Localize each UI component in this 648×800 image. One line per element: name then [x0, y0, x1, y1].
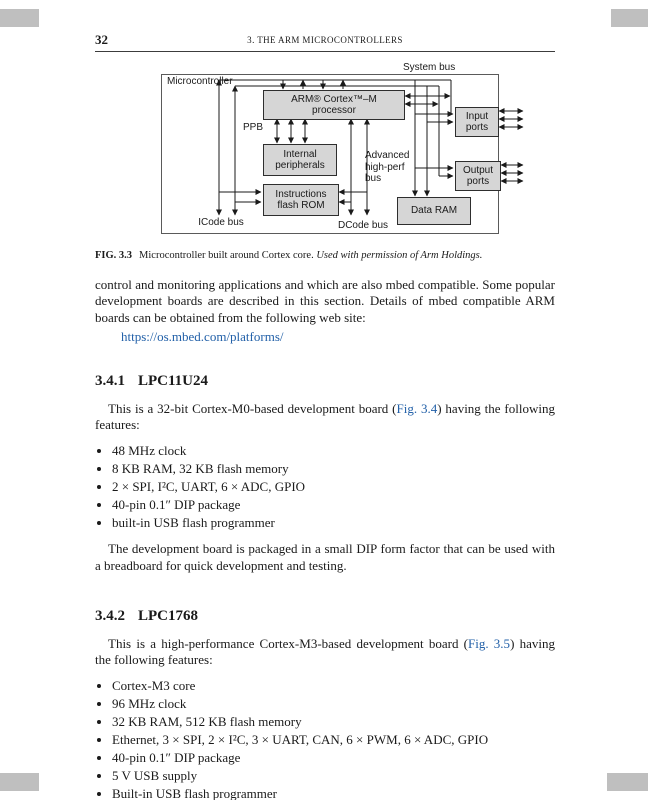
list-item: Cortex-M3 core	[112, 678, 555, 694]
figure-caption: FIG. 3.3 Microcontroller built around Cor…	[95, 249, 555, 263]
lpc1768-feature-list: Cortex-M3 core 96 MHz clock 32 KB RAM, 5…	[95, 678, 555, 800]
mbed-url-line: https://os.mbed.com/platforms/	[121, 329, 555, 345]
microcontroller-boundary-box	[161, 74, 499, 234]
section-3-4-2-intro: This is a high-performance Cortex-M3-bas…	[95, 636, 555, 669]
header-rule	[95, 51, 555, 52]
intro-text-post: ) having the following features:	[95, 635, 555, 668]
intro-text-post: ) having the following features:	[95, 400, 555, 433]
scan-artifact-top-right	[611, 9, 648, 27]
flash-rom-box: Instructions flash ROM	[263, 184, 339, 216]
flash-rom-label-line1: Instructions	[275, 188, 327, 200]
running-head: 3. THE ARM MICROCONTROLLERS	[247, 35, 403, 45]
lpc11u24-feature-list: 48 MHz clock 8 KB RAM, 32 KB flash memor…	[95, 443, 555, 532]
list-item: 48 MHz clock	[112, 443, 555, 459]
section-title: LPC11U24	[138, 372, 209, 389]
list-item: 8 KB RAM, 32 KB flash memory	[112, 461, 555, 477]
list-item: Built-in USB flash programmer	[112, 786, 555, 800]
icode-bus-label: ICode bus	[198, 217, 244, 228]
list-item: 96 MHz clock	[112, 696, 555, 712]
section-3-4-1-intro: This is a 32-bit Cortex-M0-based develop…	[95, 401, 555, 434]
data-ram-box: Data RAM	[397, 197, 471, 225]
figure-caption-credit: Used with permission of Arm Holdings.	[316, 250, 483, 261]
list-item: 5 V USB supply	[112, 768, 555, 784]
dcode-bus-label: DCode bus	[337, 220, 389, 231]
figure-caption-text: Microcontroller built around Cortex core…	[139, 250, 314, 261]
list-item: 2 × SPI, I²C, UART, 6 × ADC, GPIO	[112, 479, 555, 495]
list-item: Ethernet, 3 × SPI, 2 × I²C, 3 × UART, CA…	[112, 732, 555, 748]
bus-lines	[216, 79, 524, 216]
ppb-label: PPB	[243, 122, 264, 133]
cortex-processor-label-line1: ARM® Cortex™–M	[291, 93, 377, 105]
figure-3-3-diagram: Microcontroller System bus ARM® Cortex™–…	[155, 62, 585, 244]
input-ports-box: Input ports	[455, 107, 499, 137]
page-content: 32 3. THE ARM MICROCONTROLLERS	[95, 32, 555, 800]
intro-text-pre: This is a high-performance Cortex-M3-bas…	[108, 635, 468, 651]
system-bus-label: System bus	[403, 62, 456, 73]
output-ports-box: Output ports	[455, 161, 501, 191]
page-header: 32 3. THE ARM MICROCONTROLLERS	[95, 32, 555, 47]
section-3-4-1-closing: The development board is packaged in a s…	[95, 541, 555, 573]
scan-artifact-bottom-left	[0, 773, 39, 791]
list-item: 40-pin 0.1″ DIP package	[112, 750, 555, 766]
section-heading-3-4-2: 3.4.2 LPC1768	[95, 608, 555, 625]
microcontroller-label: Microcontroller	[167, 76, 233, 87]
section-number: 3.4.1	[95, 372, 125, 389]
section-title: LPC1768	[138, 607, 198, 624]
cortex-processor-label-line2: processor	[312, 105, 356, 116]
flash-rom-label-line2: flash ROM	[277, 200, 325, 211]
section-heading-3-4-1: 3.4.1 LPC11U24	[95, 373, 555, 390]
intro-text-pre: This is a 32-bit Cortex-M0-based develop…	[108, 400, 397, 416]
figure-caption-label: FIG. 3.3	[95, 250, 133, 261]
intro-paragraph: control and monitoring applications and …	[95, 276, 555, 325]
fig-3-5-link[interactable]: Fig. 3.5	[468, 635, 511, 651]
page-number: 32	[95, 32, 108, 47]
list-item: built-in USB flash programmer	[112, 515, 555, 531]
advanced-bus-label: Advanced high-perf bus	[365, 150, 410, 184]
mbed-platforms-link[interactable]: https://os.mbed.com/platforms/	[121, 328, 284, 344]
list-item: 40-pin 0.1″ DIP package	[112, 497, 555, 513]
scan-artifact-bottom-right	[607, 773, 648, 791]
cortex-processor-box: ARM® Cortex™–M processor	[263, 90, 405, 120]
list-item: 32 KB RAM, 512 KB flash memory	[112, 714, 555, 730]
section-number: 3.4.2	[95, 607, 125, 624]
internal-peripherals-box: Internal peripherals	[263, 144, 337, 176]
fig-3-4-link[interactable]: Fig. 3.4	[396, 400, 438, 416]
scan-artifact-top-left	[0, 9, 39, 27]
